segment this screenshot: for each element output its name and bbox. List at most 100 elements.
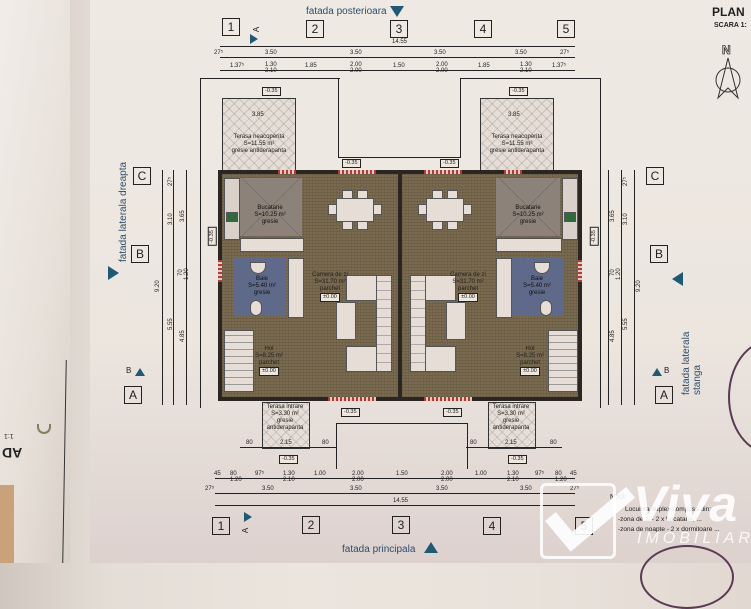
- dining-table-right: [426, 198, 464, 222]
- room-name: Baie: [530, 276, 543, 282]
- dim-text: 80: [550, 440, 557, 446]
- dim-text: 80: [470, 440, 477, 446]
- kitchen-counter-right: [562, 178, 578, 240]
- closet-right: [496, 258, 512, 318]
- level-mark: -0.35: [589, 227, 599, 246]
- grid-axis-a-left: A: [124, 386, 142, 404]
- window: [424, 397, 472, 401]
- window: [218, 260, 222, 282]
- adjacent-document: 1:1 AD: [0, 0, 70, 563]
- dim-text: 1.20: [184, 268, 190, 280]
- dim-line: [240, 447, 336, 448]
- grid-axis-5-bottom: 5: [575, 517, 593, 535]
- dim-text: 2.00: [436, 68, 448, 74]
- chair: [463, 204, 472, 215]
- room-area: S=11.55 m²: [501, 141, 533, 147]
- terrace-entrance-left: [262, 402, 310, 449]
- dim-text: 27⁵: [623, 176, 629, 186]
- front-elevation-marker-icon: [424, 542, 438, 553]
- level-mark: -0.35: [508, 455, 527, 464]
- grid-axis-2-top: 2: [306, 20, 324, 38]
- room-finish: gresie antiderapanta: [266, 418, 304, 431]
- stove-right-icon: [564, 212, 576, 222]
- site-outline: [338, 157, 461, 158]
- level-mark: -0.35: [207, 227, 217, 246]
- dim-line-right-axis: [621, 170, 622, 405]
- room-finish: parchet: [519, 360, 540, 366]
- dim-text: 2.15: [505, 440, 517, 446]
- dim-text: 1.30: [520, 62, 532, 68]
- dim-text: 3.50: [265, 50, 277, 56]
- chair: [357, 190, 368, 199]
- chair: [432, 221, 443, 230]
- dim-text: 3.65: [180, 210, 186, 222]
- north-arrow-icon: N: [715, 43, 741, 100]
- notes-line: Locuinta duplex compusa din:: [625, 506, 712, 513]
- room-name: Terasa intrare: [492, 404, 530, 410]
- dim-text: 1.00: [314, 471, 326, 477]
- closet-left: [288, 258, 304, 318]
- dim-text: 2.00: [352, 477, 364, 483]
- dim-text: 1.20: [555, 477, 567, 483]
- kitchen-island-right: [496, 238, 562, 252]
- dim-text: 27⁵: [560, 50, 570, 56]
- adjacent-document-scale: 1:1: [4, 432, 14, 439]
- room-finish: gresie antiderapanta: [492, 418, 530, 431]
- window: [328, 397, 376, 401]
- room-area: S=10.25 m²: [254, 212, 286, 218]
- level-mark: -0.35: [443, 408, 462, 417]
- level-mark: ±0.00: [458, 293, 478, 302]
- dim-text: 2.00: [441, 471, 453, 477]
- section-a-label-top: A: [252, 26, 262, 33]
- living-room-left-label: Camera de zi S=31.70 m² parchet ±0.00: [305, 272, 355, 302]
- bathroom-left-label: Baie S=5.40 m² gresie: [237, 276, 287, 297]
- dim-text: 1.20: [616, 268, 622, 280]
- dim-text: 80: [555, 471, 562, 477]
- dim-line-overall-bottom: [215, 505, 575, 506]
- dim-line-right-overall: [634, 170, 635, 405]
- dim-text: 2.00: [350, 68, 362, 74]
- watermark-logo-box: [540, 483, 616, 559]
- site-outline: [460, 78, 461, 158]
- terrace-entrance-right: [488, 402, 536, 449]
- dim-text: 3.10: [168, 213, 174, 225]
- notes-title: Notă:: [610, 494, 627, 501]
- room-area: S=5.40 m²: [248, 283, 276, 289]
- dim-line-axis-bottom: [215, 493, 575, 494]
- dim-line-overall-top: [220, 46, 575, 47]
- room-area: S=3.30 m²: [497, 411, 525, 417]
- section-b-label-left: B: [126, 366, 132, 375]
- terrace-width-right: 3.85: [508, 112, 520, 118]
- right-elevation-label: fatada laterala dreapta: [118, 161, 129, 262]
- room-finish: gresie: [261, 219, 279, 225]
- terrace-uncovered-left: [222, 98, 296, 172]
- terrace-uncovered-left-label: Terasa neacoperita S=11.55 m² gresie ant…: [224, 134, 294, 155]
- dim-text: 2.10: [507, 477, 519, 483]
- kitchen-island-left: [240, 238, 304, 252]
- dim-text: 2.15: [280, 440, 292, 446]
- dim-overall-top: 14.55: [392, 39, 408, 45]
- room-name: Baie: [255, 276, 268, 282]
- section-b-marker-left-icon: [135, 368, 145, 376]
- dim-line-left-overall: [162, 170, 163, 405]
- viva-imobiliare-watermark: Viva IMOBILIARE: [535, 467, 751, 563]
- section-b-label-right: B: [664, 366, 670, 375]
- level-mark: -0.35: [341, 408, 360, 417]
- level-mark: ±0.00: [259, 367, 279, 376]
- dim-text: 97⁵: [255, 471, 265, 477]
- plan-title: PLAN: [712, 5, 745, 19]
- window: [424, 170, 462, 174]
- dim-text: 80: [246, 440, 253, 446]
- dim-text: 3.50: [515, 50, 527, 56]
- kitchen-counter-left: [224, 178, 240, 240]
- grid-axis-3-top: 3: [390, 20, 408, 38]
- site-outline: [200, 78, 340, 79]
- grid-axis-c-left: C: [133, 167, 151, 185]
- level-mark: -0.35: [262, 87, 281, 96]
- dim-text: 1.30: [265, 62, 277, 68]
- bathroom-right-label: Baie S=5.40 m² gresie: [512, 276, 562, 297]
- paper-clip-mark: [37, 424, 51, 434]
- left-elevation-label: fatada laterala stanga: [681, 331, 703, 395]
- room-area: S=10.25 m²: [512, 212, 544, 218]
- dim-text: 1.30: [507, 471, 519, 477]
